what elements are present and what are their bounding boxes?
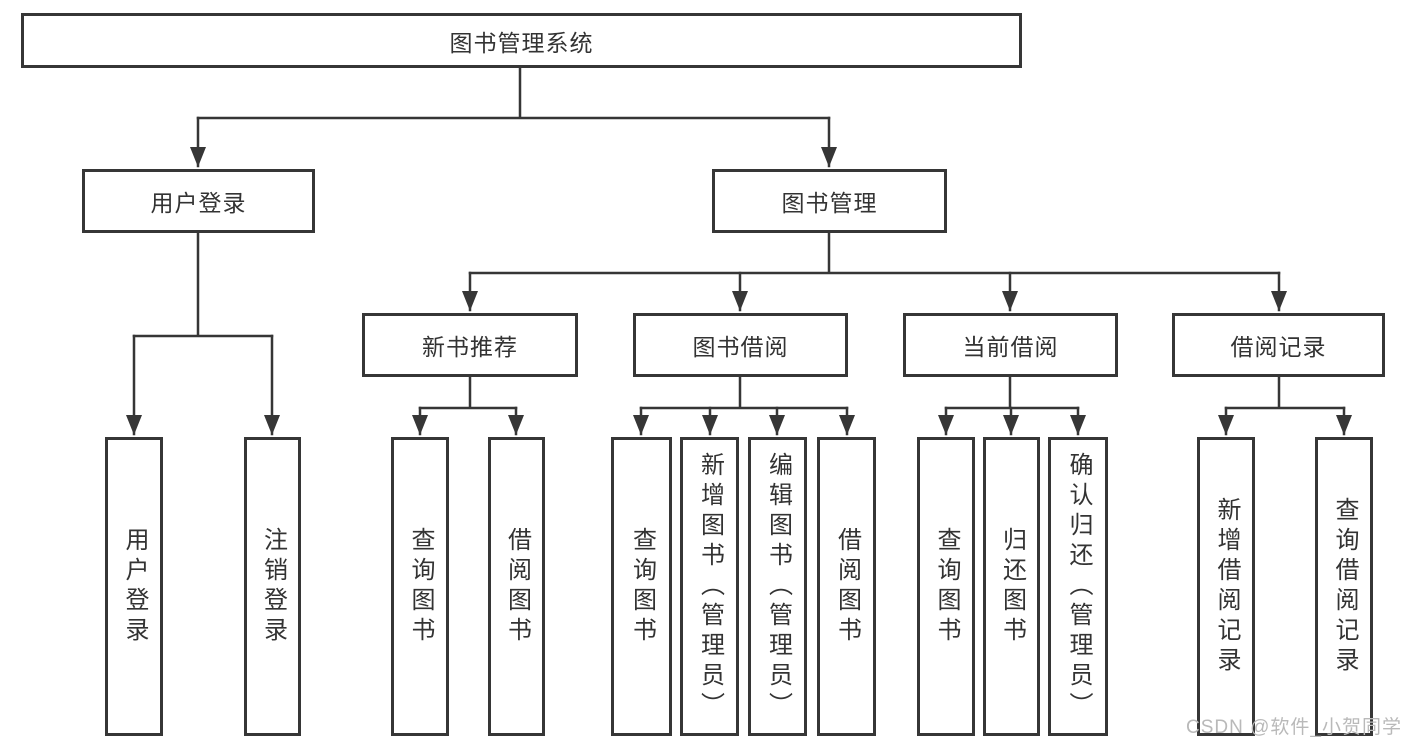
node-label: 借阅图书 [833, 526, 861, 647]
node-label: 新增借阅记录 [1213, 496, 1240, 677]
connector-new-book-recommend-children [412, 375, 524, 436]
leaf-query-books-current: 查询图书 [917, 437, 975, 736]
leaf-query-borrow-record: 查询借阅记录 [1315, 437, 1373, 736]
leaf-query-books-borrowing: 查询图书 [611, 437, 672, 736]
leaf-logout: 注销登录 [244, 437, 301, 736]
leaf-confirm-return-admin: 确认归还（管理员） [1048, 437, 1108, 736]
node-label: 图书借阅 [692, 334, 789, 360]
connector-user-login-children [126, 231, 280, 436]
leaf-borrow-books-borrowing: 借阅图书 [817, 437, 876, 736]
node-book-borrowing: 图书借阅 [633, 313, 848, 377]
leaf-return-books: 归还图书 [983, 437, 1040, 736]
leaf-edit-books-admin: 编辑图书（管理员） [748, 437, 807, 736]
connector-line [1224, 375, 1346, 410]
connector-line [639, 375, 849, 410]
node-label: 图书管理 [781, 190, 878, 216]
connector-line [468, 231, 1281, 275]
node-user-login: 用户登录 [82, 169, 315, 233]
connector-borrowing-records-children [1218, 375, 1352, 436]
node-label: 借阅图书 [503, 526, 531, 647]
connector-line [418, 375, 518, 410]
leaf-add-borrow-record: 新增借阅记录 [1197, 437, 1255, 736]
csdn-watermark: CSDN @软件_小贺同学 [1186, 717, 1402, 738]
connector-book-borrowing-children [633, 375, 855, 436]
connector-line [196, 66, 831, 120]
node-label: 新增图书（管理员） [696, 451, 724, 722]
node-label: 用户登录 [150, 190, 247, 216]
node-label: 查询图书 [628, 526, 656, 647]
node-current-borrowing: 当前借阅 [903, 313, 1118, 377]
node-book-management: 图书管理 [712, 169, 947, 233]
node-root-library-management-system: 图书管理系统 [21, 13, 1022, 68]
node-new-book-recommend: 新书推荐 [362, 313, 578, 377]
node-borrowing-records: 借阅记录 [1172, 313, 1385, 377]
node-label: 查询图书 [933, 526, 960, 647]
node-label: 用户登录 [121, 526, 148, 647]
leaf-borrow-books-recommend: 借阅图书 [488, 437, 545, 736]
node-label: 确认归还（管理员） [1065, 451, 1092, 722]
leaf-query-books-recommend: 查询图书 [391, 437, 449, 736]
node-label: 图书管理系统 [449, 29, 594, 56]
connector-book-management-to-level3 [462, 231, 1287, 312]
connector-current-borrowing-children [938, 375, 1086, 436]
leaf-user-login: 用户登录 [105, 437, 163, 736]
node-label: 查询借阅记录 [1331, 496, 1358, 677]
connector-root-to-level2 [190, 66, 837, 168]
node-label: 归还图书 [998, 526, 1026, 647]
node-label: 借阅记录 [1230, 334, 1327, 360]
node-label: 查询图书 [407, 526, 434, 647]
leaf-add-books-admin: 新增图书（管理员） [680, 437, 739, 736]
node-label: 新书推荐 [422, 334, 518, 360]
connector-line [944, 375, 1080, 410]
connector-line [132, 231, 274, 338]
node-label: 注销登录 [259, 526, 287, 647]
node-label: 当前借阅 [962, 334, 1059, 360]
node-label: 编辑图书（管理员） [764, 451, 792, 722]
